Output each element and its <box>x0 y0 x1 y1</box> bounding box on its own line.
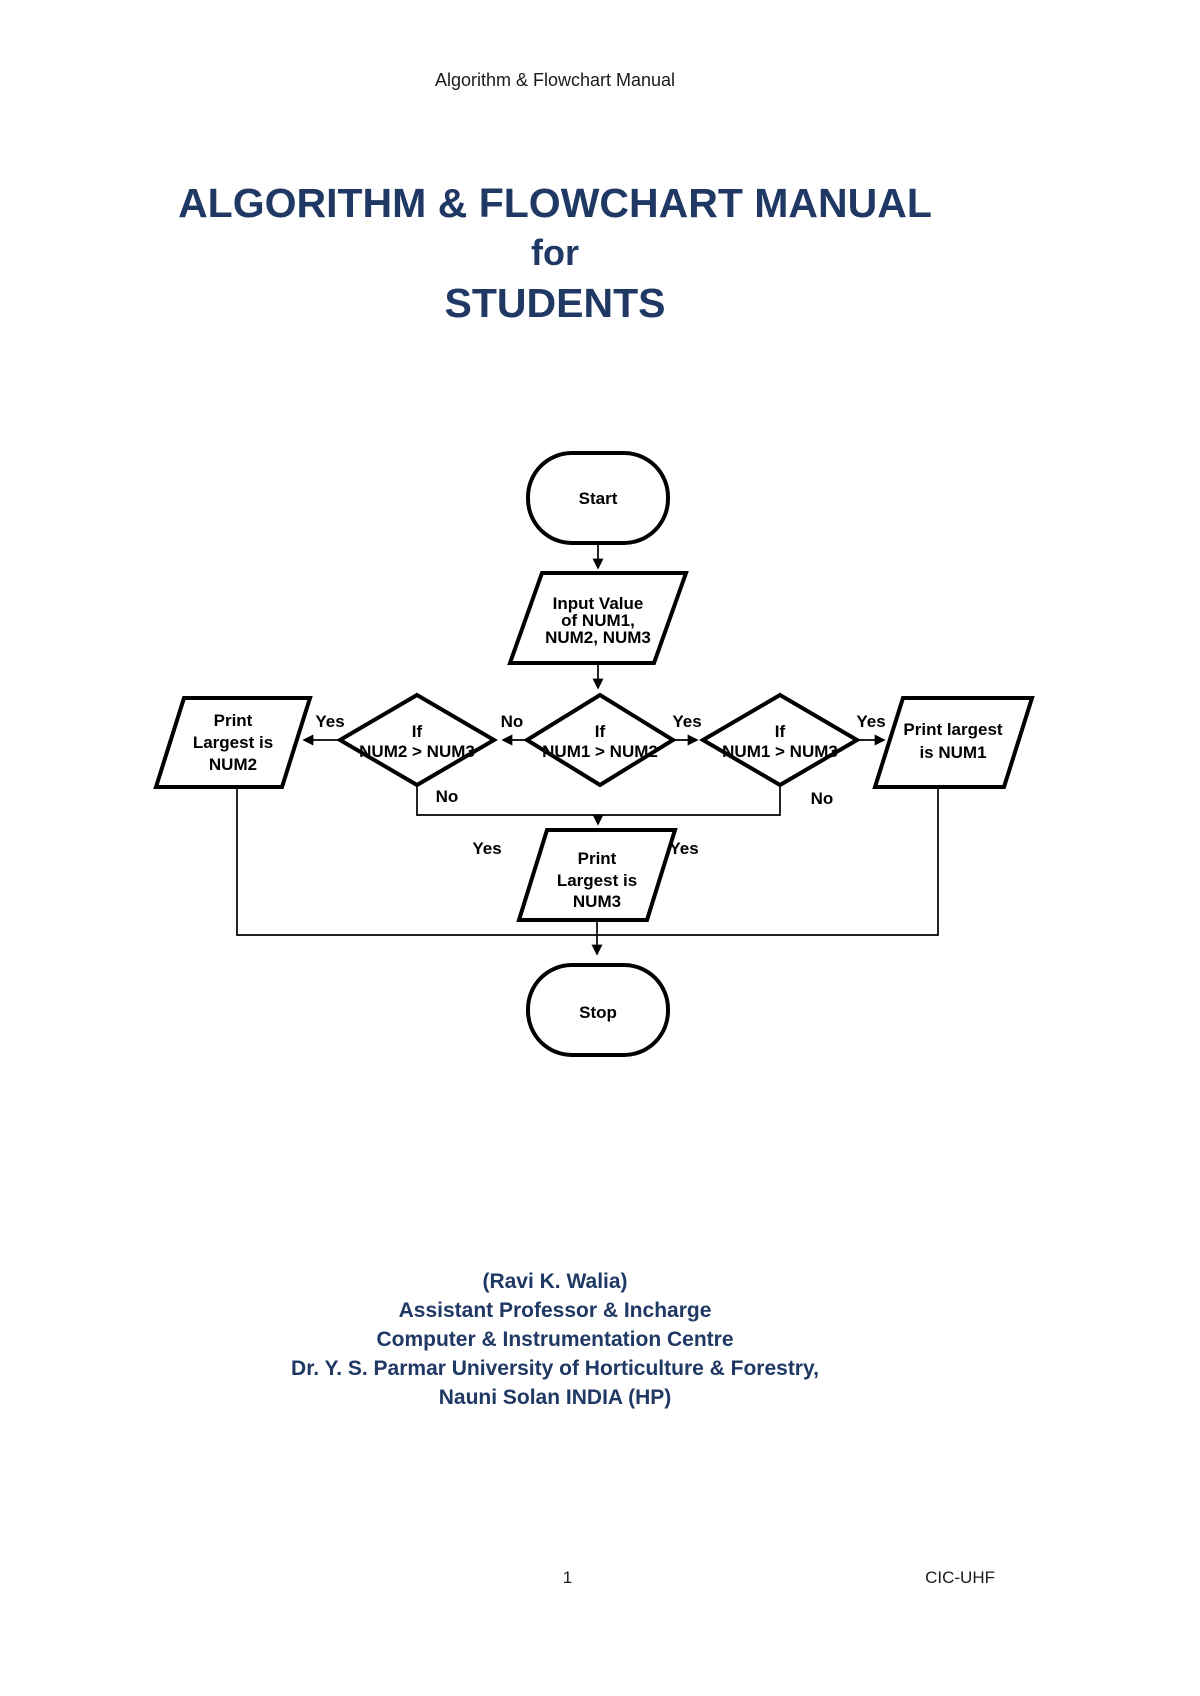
label-yes-center-to-right: Yes <box>672 712 701 731</box>
page-number: 1 <box>562 1568 573 1587</box>
print-num1-line-2: is NUM1 <box>919 743 986 762</box>
input-parallelogram <box>507 571 689 665</box>
author-department: Computer & Instrumentation Centre <box>376 1328 734 1351</box>
print-num3-line-3: NUM3 <box>573 892 621 911</box>
stop-terminator <box>526 963 670 1057</box>
author-block: (Ravi K. Walia) Assistant Professor & In… <box>0 1267 1110 1412</box>
flowchart-diagram: Start Input Value of NUM1, NUM2, NUM3 If… <box>153 451 1035 1057</box>
no-branch-collector-line <box>416 785 781 816</box>
print-num2-line-2: Largest is <box>193 733 273 752</box>
start-label: Start <box>579 489 618 508</box>
input-line-3: NUM2, NUM3 <box>545 628 651 647</box>
decision-num1-gt-num2 <box>523 692 677 788</box>
author-name: (Ravi K. Walia) <box>482 1270 628 1293</box>
running-header: Algorithm & Flowchart Manual <box>434 70 676 90</box>
label-yes-left-to-print2: Yes <box>315 712 344 731</box>
label-yes-num3-left: Yes <box>472 839 501 858</box>
decision-right-line-2: NUM1 > NUM3 <box>722 742 838 761</box>
author-location: Nauni Solan INDIA (HP) <box>438 1386 672 1409</box>
print-num1-parallelogram <box>872 696 1035 789</box>
print-num2-parallelogram <box>153 696 313 789</box>
footer-org-label: CIC-UHF <box>925 1568 995 1587</box>
print-num2-line-1: Print <box>214 711 253 730</box>
decision-num1-gt-num3 <box>699 692 861 788</box>
print-results-collector-line <box>236 787 939 936</box>
stop-label: Stop <box>579 1003 617 1022</box>
author-designation: Assistant Professor & Incharge <box>398 1299 712 1322</box>
input-line-1: Input Value <box>553 594 644 613</box>
input-line-2: of NUM1, <box>561 611 635 630</box>
page-footer: 1 CIC-UHF <box>140 1568 995 1592</box>
decision-center-line-2: NUM1 > NUM2 <box>542 742 658 761</box>
label-no-center-to-left: No <box>501 712 524 731</box>
start-terminator <box>526 451 670 545</box>
label-no-below-right-diamond: No <box>811 789 834 808</box>
document-title: ALGORITHM & FLOWCHART MANUAL for STUDENT… <box>0 178 1110 328</box>
label-yes-right-to-print1: Yes <box>856 712 885 731</box>
label-no-below-left-diamond: No <box>436 787 459 806</box>
print-num1-line-1: Print largest <box>903 720 1003 739</box>
label-yes-num3-right: Yes <box>669 839 698 858</box>
print-num3-parallelogram <box>516 828 678 922</box>
title-line-1: ALGORITHM & FLOWCHART MANUAL <box>178 180 932 226</box>
title-line-3: STUDENTS <box>444 280 666 326</box>
decision-left-line-1: If <box>412 722 423 741</box>
print-num2-line-3: NUM2 <box>209 755 257 774</box>
decision-num2-gt-num3 <box>336 692 498 788</box>
print-num3-line-2: Largest is <box>557 871 637 890</box>
decision-left-line-2: NUM2 > NUM3 <box>359 742 475 761</box>
print-num3-line-1: Print <box>578 849 617 868</box>
decision-center-line-1: If <box>595 722 606 741</box>
title-line-2: for <box>531 232 579 273</box>
author-university: Dr. Y. S. Parmar University of Horticult… <box>291 1357 819 1380</box>
decision-right-line-1: If <box>775 722 786 741</box>
